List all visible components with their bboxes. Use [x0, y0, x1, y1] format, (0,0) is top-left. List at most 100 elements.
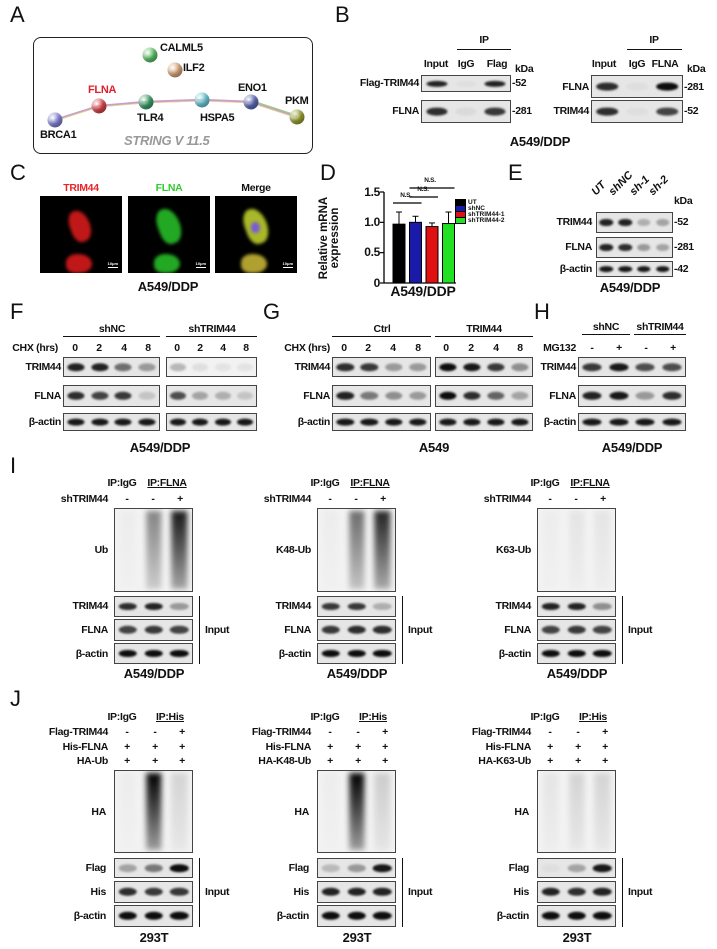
ip-bracket	[457, 49, 511, 51]
if-image-merge: 10μm	[215, 196, 297, 273]
sign-label: -	[125, 726, 129, 738]
band	[321, 911, 341, 921]
row-label: FLNA	[81, 624, 108, 636]
kda-marker: 42	[674, 264, 688, 275]
node-brca1	[47, 112, 63, 128]
row-label: TRIM44	[553, 105, 589, 117]
blot-ubiquitin	[317, 508, 396, 592]
ip-label: IP:His	[579, 711, 607, 723]
sign-label: -	[576, 726, 580, 738]
cell-line-label: 293T	[562, 930, 592, 945]
band	[214, 363, 231, 371]
sign-label: +	[355, 755, 361, 767]
band	[618, 243, 632, 252]
node-tlr4	[138, 94, 154, 110]
blot-label: Ub	[94, 544, 109, 556]
blot-beta-actin-ctrl	[332, 413, 431, 431]
band	[347, 649, 366, 658]
string-watermark: STRING V 11.5	[124, 133, 210, 148]
y-tick-label: 0	[373, 276, 381, 290]
significance-label: N.S.	[400, 192, 412, 199]
band	[487, 418, 505, 426]
group-label: shNC	[98, 323, 126, 335]
blot-flna	[591, 75, 683, 98]
band	[596, 107, 618, 116]
band	[347, 602, 366, 611]
cell-line-label: A549/DDP	[601, 440, 663, 455]
string-network-box	[33, 37, 313, 154]
ip-label: IP:FLNA	[350, 477, 390, 489]
band	[484, 107, 506, 116]
bar-shNC	[409, 221, 422, 284]
input-bracket	[402, 596, 404, 664]
band	[662, 418, 682, 426]
nucleus	[251, 222, 260, 233]
band	[91, 418, 109, 426]
sign-label: +	[327, 741, 333, 753]
time-label: 2	[197, 342, 203, 354]
panel-label-f: F	[10, 299, 24, 324]
band	[336, 418, 354, 426]
sign-label: +	[124, 755, 130, 767]
ip-label: IP:His	[359, 711, 387, 723]
band	[567, 625, 586, 635]
sign-label: +	[124, 741, 130, 753]
network-edge	[250, 99, 298, 117]
sign-label: +	[382, 755, 388, 767]
treatment-label: Flag-TRIM44	[471, 726, 531, 738]
treatment-label: HA-Ub	[76, 755, 108, 767]
time-label: 0	[341, 342, 347, 354]
blot-flna	[421, 100, 511, 123]
band	[609, 363, 629, 371]
sign-label: +	[179, 741, 185, 753]
row-label: FLNA	[504, 624, 531, 636]
time-label: 4	[493, 342, 499, 354]
row-label: β-actin	[297, 416, 331, 428]
ip-label: IP:FLNA	[147, 477, 187, 489]
row-label: Flag	[288, 862, 310, 874]
band	[144, 887, 163, 897]
blot-ubiquitin	[114, 508, 193, 592]
band	[592, 887, 612, 897]
group-label: shNC	[592, 321, 620, 333]
col-flag: Flag	[486, 58, 508, 70]
node-label-hspa5: HSPA5	[200, 112, 235, 124]
input-label: Input	[408, 624, 433, 636]
channel-label-trim44: TRIM44	[63, 182, 99, 194]
if-image-flna: 10μm	[128, 196, 210, 273]
cell	[241, 254, 267, 273]
band	[463, 418, 481, 426]
band	[384, 363, 403, 371]
band	[372, 911, 392, 921]
blot-flag-trim44	[421, 75, 511, 92]
sign-label: +	[616, 342, 622, 354]
blot-input-row	[317, 881, 396, 903]
band	[236, 363, 253, 371]
cell	[154, 254, 180, 273]
legend-label: UT	[468, 199, 477, 207]
time-label: 4	[390, 342, 396, 354]
panel-label-j: J	[10, 686, 21, 711]
band	[192, 418, 209, 426]
blot-trim44-trim44	[435, 357, 533, 377]
blot-input-row	[317, 596, 396, 617]
band	[321, 864, 341, 872]
blot-ha	[114, 770, 193, 853]
row-label: TRIM44	[540, 361, 576, 373]
bar-UT	[392, 223, 406, 284]
sign-label: +	[179, 755, 185, 767]
col-input: Input	[423, 58, 449, 70]
band	[439, 363, 457, 371]
group-bracket	[435, 336, 533, 338]
band	[372, 864, 392, 872]
node-ilf2	[167, 62, 183, 78]
significance-label: N.S.	[424, 177, 436, 184]
sign-label: +	[600, 493, 606, 505]
sign-label: -	[354, 493, 358, 505]
smear	[145, 510, 162, 590]
time-label: 4	[220, 342, 226, 354]
band	[541, 911, 561, 921]
ip-igg-label: IP:IgG	[310, 477, 340, 489]
row-label: β-actin	[543, 416, 577, 428]
band	[321, 649, 341, 658]
